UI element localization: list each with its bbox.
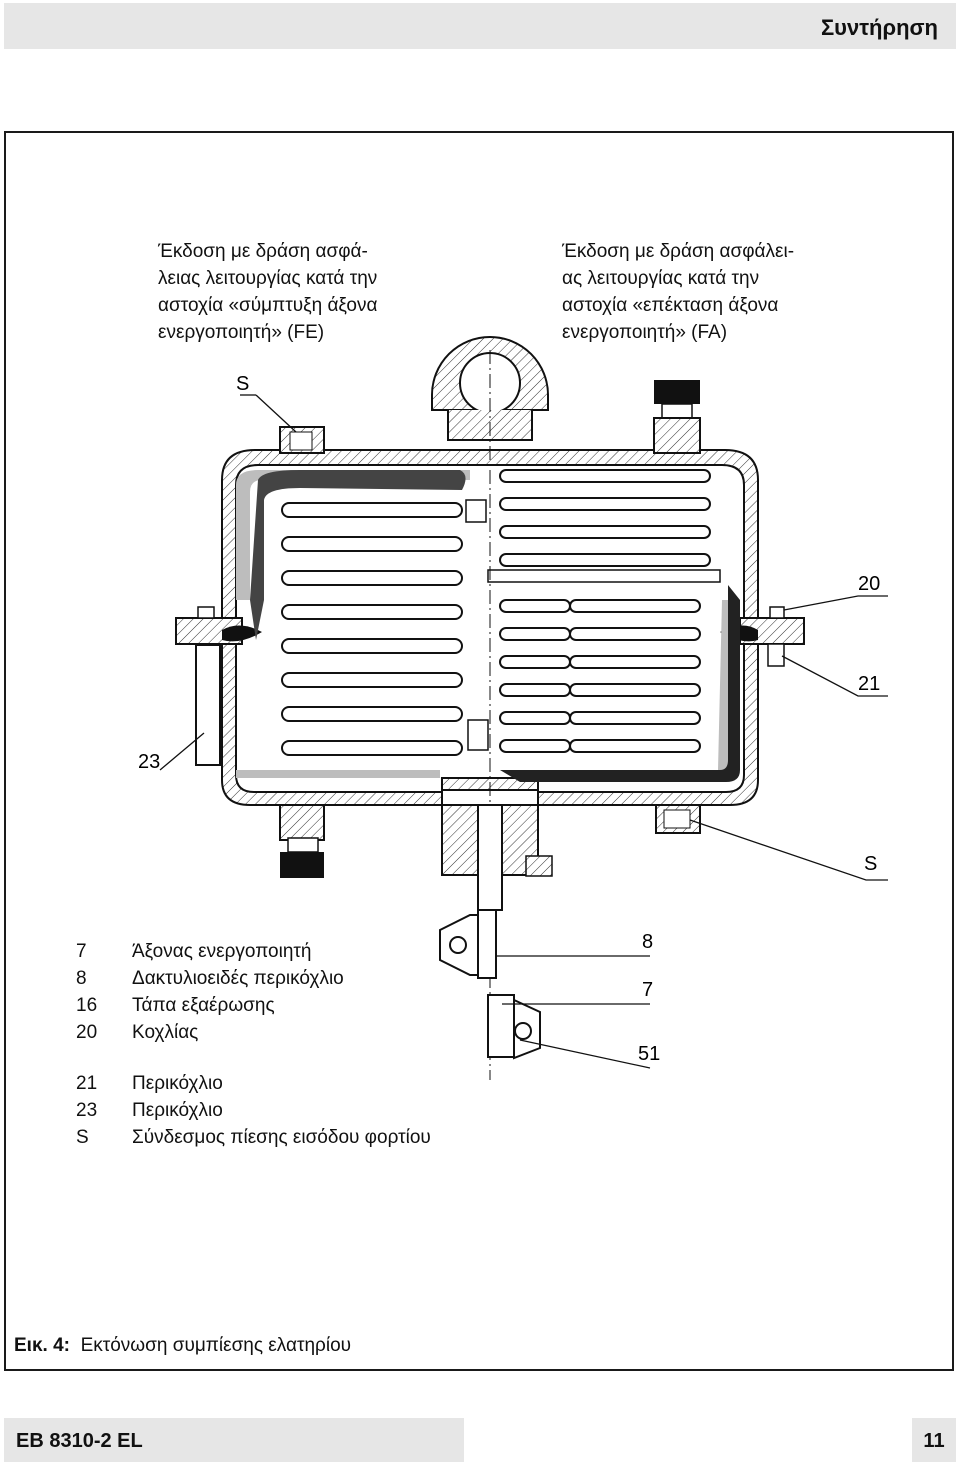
caption-fa-line: Έκδοση με δράση ασφάλει- [562,241,795,262]
legend-num: 16 [76,995,98,1016]
header-bar: Συντήρηση [4,3,956,49]
stem-coupling [439,909,541,1060]
legend-num: 7 [76,941,87,962]
figure-title: Εκτόνωση συμπίεσης ελατηρίου [80,1335,352,1356]
figure-label: Εικ. 4: [14,1335,70,1356]
label-23: 23 [138,751,160,773]
nut-23 [195,644,221,766]
caption-fe-line: Έκδοση με δράση ασφά- [158,241,368,262]
legend-text: Δακτυλιοειδές περικόχλιο [132,968,344,989]
legend-row: 21 Περικόχλιο [70,1070,431,1097]
page-title: Συντήρηση [820,15,938,40]
label-20: 20 [858,573,880,595]
caption-fe-line: ενεργοποιητή» (FE) [158,322,325,343]
vent-plug-top [653,380,701,454]
pressure-port-bottom [655,804,701,834]
caption-fa-line: ας λειτουργίας κατά την [562,268,760,289]
legend-text: Άξονας ενεργοποιητή [132,941,312,962]
legend-num: 20 [76,1022,98,1043]
legend-num: 21 [76,1073,98,1094]
diaphragm-left [250,470,466,640]
figure-caption: Εικ. 4: Εκτόνωση συμπίεσης ελατηρίου [14,1335,351,1357]
legend-row: 16 Τάπα εξαέρωσης [70,992,344,1019]
legend-row: 20 Κοχλίας [70,1019,344,1046]
legend-text: Κοχλίας [132,1022,199,1043]
legend-text: Περικόχλιο [132,1073,223,1094]
vent-plug-bottom [279,804,325,878]
label-21: 21 [858,673,880,695]
legend-num: 8 [76,968,87,989]
actuator-stem [441,350,553,1080]
caption-fa: Έκδοση με δράση ασφάλει- ας λειτουργίας … [562,238,794,346]
legend-num: 23 [76,1100,98,1121]
caption-fa-line: αστοχία «επέκταση άξονα [562,295,779,316]
page-number: 11 [923,1430,945,1452]
caption-fe: Έκδοση με δράση ασφά- λειας λειτουργίας … [158,238,377,346]
footer-doc-id: EB 8310-2 EL [16,1430,143,1452]
spring-plate [487,569,721,583]
legend-num: S [76,1127,89,1148]
caption-fa-line: ενεργοποιητή» (FA) [562,322,728,343]
legend-row: 23 Περικόχλιο [70,1097,431,1124]
springs-fa [499,469,711,753]
lower-housing [221,600,759,806]
figure-frame [4,131,954,1371]
caption-fe-line: λειας λειτουργίας κατά την [158,268,378,289]
label-s-bottom: S [864,853,877,875]
caption-fe-line: αστοχία «σύμπτυξη άξονα [158,295,378,316]
label-s-top: S [236,373,249,395]
legend-row: S Σύνδεσμος πίεσης εισόδου φορτίου [70,1124,431,1151]
pressure-port-top [279,426,325,454]
legend-text: Σύνδεσμος πίεσης εισόδου φορτίου [132,1127,431,1148]
housing-flange [175,606,805,667]
legend-row: 7 Άξονας ενεργοποιητή [70,938,344,965]
legend-row: 8 Δακτυλιοειδές περικόχλιο [70,965,344,992]
legend-text: Τάπα εξαέρωσης [132,995,275,1016]
legend-group-1: 7 Άξονας ενεργοποιητή 8 Δακτυλιοειδές περι… [70,938,344,1046]
legend-text: Περικόχλιο [132,1100,223,1121]
footer-page-box: 11 [912,1418,956,1462]
label-7: 7 [642,979,653,1001]
label-8: 8 [642,931,653,953]
springs-fe [281,502,463,756]
footer-doc-id-box: EB 8310-2 EL [4,1418,464,1462]
leader-lines [159,394,888,1069]
label-51: 51 [638,1043,660,1065]
